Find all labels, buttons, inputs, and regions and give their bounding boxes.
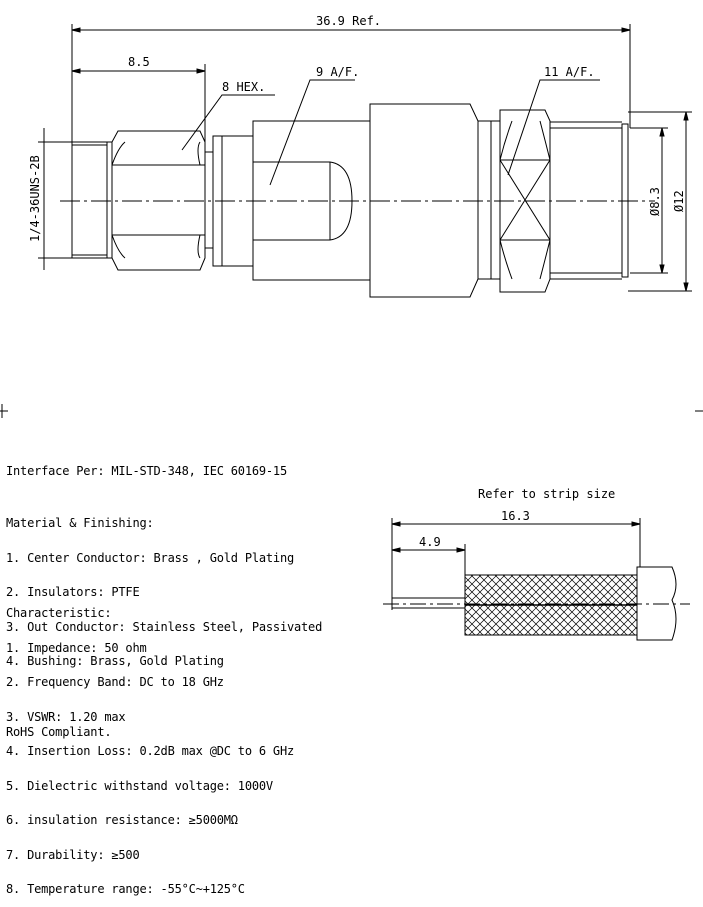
char-item: 1. Impedance: 50 ohm: [6, 640, 147, 655]
overall-length-label: 36.9 Ref.: [316, 14, 381, 28]
char-item: 5. Dielectric withstand voltage: 1000V: [6, 778, 273, 793]
interface-note: Interface Per: MIL-STD-348, IEC 60169-15: [6, 464, 287, 478]
overall-length-dimension: [71, 24, 631, 245]
strip-total-label: 16.3: [501, 509, 530, 523]
characteristic-block: Characteristic: 1. Impedance: 50 ohm 2. …: [6, 585, 294, 907]
drawing-canvas: 36.9 Ref. 8.5 8 HEX. 9 A/F. 11 A/F. 1/4-…: [0, 14, 703, 641]
hex-nut: [107, 130, 206, 271]
char-item: 2. Frequency Band: DC to 18 GHz: [6, 675, 224, 689]
leader-lines: [181, 79, 600, 186]
char-item: 7. Durability: ≥500: [6, 847, 140, 862]
thread-label: 1/4-36UNS-2B: [28, 155, 42, 242]
hex-length-label: 8.5: [128, 55, 150, 69]
material-item: 4. Bushing: Brass, Gold Plating: [6, 654, 224, 668]
char-item: 3. VSWR: 1.20 max: [6, 709, 126, 724]
char-item: 6. insulation resistance: ≥5000MΩ: [6, 813, 238, 827]
material-item: 1. Center Conductor: Brass , Gold Platin…: [6, 550, 295, 565]
strip-pin-label: 4.9: [419, 535, 441, 549]
af11-label: 11 A/F.: [544, 65, 595, 79]
main-body: [369, 103, 491, 298]
char-item: 4. Insertion Loss: 0.2dB max @DC to 6 GH…: [6, 744, 295, 758]
hex-label: 8 HEX.: [222, 80, 265, 94]
material-title: Material & Finishing:: [6, 516, 154, 530]
connector-drawing: [0, 24, 703, 418]
material-item: 2. Insulators: PTFE: [6, 585, 140, 599]
strip-title: Refer to strip size: [478, 487, 615, 501]
diameter-dimensions: [628, 111, 692, 292]
material-item: 3. Out Conductor: Stainless Steel, Passi…: [6, 619, 323, 634]
material-block: Material & Finishing: 1. Center Conducto…: [6, 495, 322, 679]
dia-small-label: Ø8.3: [648, 187, 662, 216]
char-item: 8. Temperature range: -55°C~+125°C: [6, 882, 245, 896]
thread-section: [71, 141, 108, 259]
strip-diagram: [383, 518, 690, 641]
rohs-note: RoHS Compliant.: [6, 725, 112, 739]
af9-label: 9 A/F.: [316, 65, 359, 79]
char-title: Characteristic:: [6, 606, 112, 620]
dia-large-label: Ø12: [672, 190, 686, 212]
thread-dimension: [38, 128, 72, 270]
hex-length-dimension: [71, 64, 206, 150]
